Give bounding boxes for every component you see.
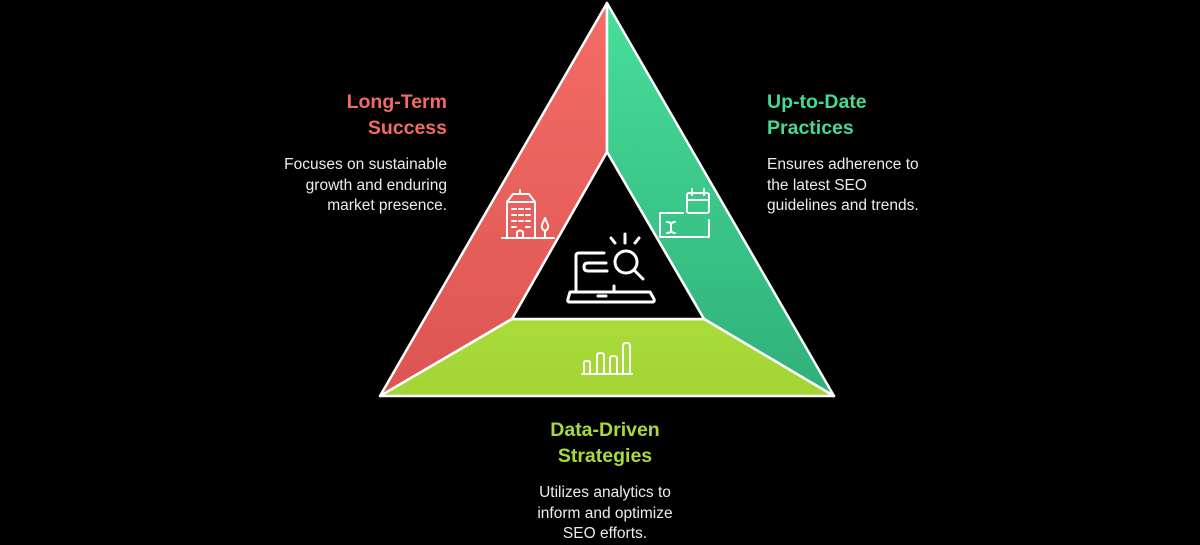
desc-data-driven-strategies: Utilizes analytics to inform and optimiz…: [500, 483, 710, 545]
title-data-driven-strategies: Data-Driven Strategies: [500, 417, 710, 469]
desc-line: Utilizes analytics to: [539, 484, 671, 501]
desc-line: growth and enduring: [305, 176, 447, 194]
center-triangle: [510, 150, 706, 321]
desc-up-to-date-practices: Ensures adherence to the latest SEO guid…: [767, 155, 1007, 217]
desc-line: guidelines and trends.: [767, 197, 919, 214]
desc-line: the latest SEO: [767, 176, 867, 194]
desc-line: Focuses on sustainable: [284, 156, 447, 173]
laptop-search-icon: [566, 232, 656, 304]
title-line: Data-Driven: [550, 419, 660, 441]
desc-line: Ensures adherence to: [767, 156, 919, 173]
bar-chart-icon: [581, 342, 633, 375]
label-up-to-date-practices: Up-to-Date Practices Ensures adherence t…: [767, 89, 1007, 217]
desc-line: market presence.: [327, 197, 447, 214]
desc-line: SEO efforts.: [562, 525, 648, 542]
desc-long-term-success: Focuses on sustainable growth and enduri…: [207, 155, 447, 217]
title-line: Up-to-Date: [767, 91, 867, 113]
building-icon: [501, 189, 555, 239]
title-line: Practices: [767, 117, 854, 139]
title-line: Strategies: [557, 445, 653, 467]
label-long-term-success: Long-Term Success Focuses on sustainable…: [207, 89, 447, 217]
label-data-driven-strategies: Data-Driven Strategies Utilizes analytic…: [500, 417, 710, 545]
title-line: Long-Term: [346, 91, 447, 113]
title-up-to-date-practices: Up-to-Date Practices: [767, 89, 1007, 141]
desc-line: inform and optimize: [537, 504, 673, 522]
calendar-update-icon: [659, 188, 710, 238]
title-long-term-success: Long-Term Success: [207, 89, 447, 141]
title-line: Success: [367, 117, 447, 139]
